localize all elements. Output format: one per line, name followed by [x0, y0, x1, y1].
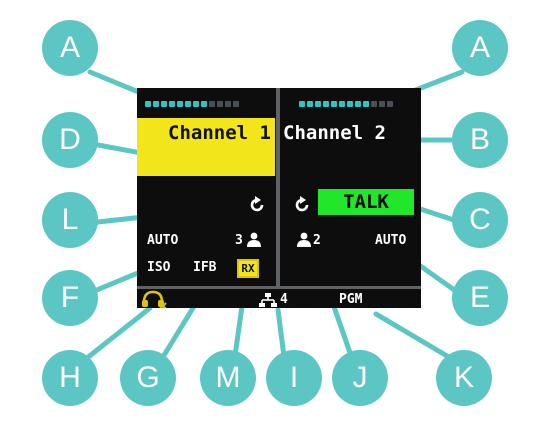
meter-segment	[177, 101, 183, 107]
meter-segment	[169, 101, 175, 107]
leader-line-h	[79, 305, 153, 365]
meter-segment	[371, 101, 377, 107]
meter-segment	[193, 101, 199, 107]
meter-segment	[331, 101, 337, 107]
network-icon	[259, 292, 277, 308]
meter-segment	[339, 101, 345, 107]
callout-c: C	[452, 192, 508, 248]
rx-indicator[interactable]: RX	[237, 259, 259, 278]
network-count: 4	[280, 292, 288, 307]
channel-1-label-text: Channel 1	[168, 122, 271, 144]
meter-segment	[201, 101, 207, 107]
callout-g: G	[120, 350, 176, 406]
refresh-icon[interactable]	[292, 195, 312, 219]
callout-k: K	[436, 350, 492, 406]
iso-label[interactable]: ISO	[147, 260, 171, 275]
person-icon	[297, 232, 311, 251]
meter-segment	[387, 101, 393, 107]
headset-off-icon	[141, 289, 167, 308]
meter-segment	[307, 101, 313, 107]
meter-segment	[161, 101, 167, 107]
intercom-display: Channel 1 Channel 2 TALK AUTO 3 2 AUTO I…	[137, 88, 421, 308]
audio-level-meter-left	[145, 101, 239, 107]
audio-level-meter-right	[299, 101, 393, 107]
callout-h: H	[42, 350, 98, 406]
meter-segment	[233, 101, 239, 107]
callout-m: M	[200, 350, 256, 406]
callout-j: J	[332, 350, 388, 406]
meter-segment	[323, 101, 329, 107]
meter-segment	[363, 101, 369, 107]
callout-i: I	[266, 350, 322, 406]
footer-divider	[137, 286, 421, 289]
user-count-left: 3	[235, 233, 243, 248]
meter-segment	[209, 101, 215, 107]
callout-e: E	[452, 270, 508, 326]
callout-d: D	[42, 112, 98, 168]
channel-2-label[interactable]: Channel 2	[283, 122, 386, 144]
refresh-icon[interactable]	[247, 195, 267, 219]
channel-divider	[276, 88, 280, 286]
callout-a-left: A	[42, 20, 98, 76]
meter-segment	[217, 101, 223, 107]
meter-segment	[299, 101, 305, 107]
meter-segment	[145, 101, 151, 107]
meter-segment	[185, 101, 191, 107]
meter-segment	[347, 101, 353, 107]
pgm-label: PGM	[339, 292, 363, 307]
callout-b: B	[452, 112, 508, 168]
callout-f: F	[42, 270, 98, 326]
callout-a-right: A	[452, 20, 508, 76]
meter-segment	[355, 101, 361, 107]
person-icon	[247, 232, 261, 251]
channel-1-label[interactable]: Channel 1	[137, 118, 275, 176]
meter-segment	[153, 101, 159, 107]
auto-label-right: AUTO	[375, 233, 407, 248]
talk-button[interactable]: TALK	[318, 189, 414, 215]
ifb-label[interactable]: IFB	[193, 260, 217, 275]
callout-l: L	[42, 192, 98, 248]
meter-segment	[379, 101, 385, 107]
meter-segment	[225, 101, 231, 107]
auto-label-left: AUTO	[147, 233, 179, 248]
user-count-right: 2	[313, 233, 321, 248]
meter-segment	[315, 101, 321, 107]
